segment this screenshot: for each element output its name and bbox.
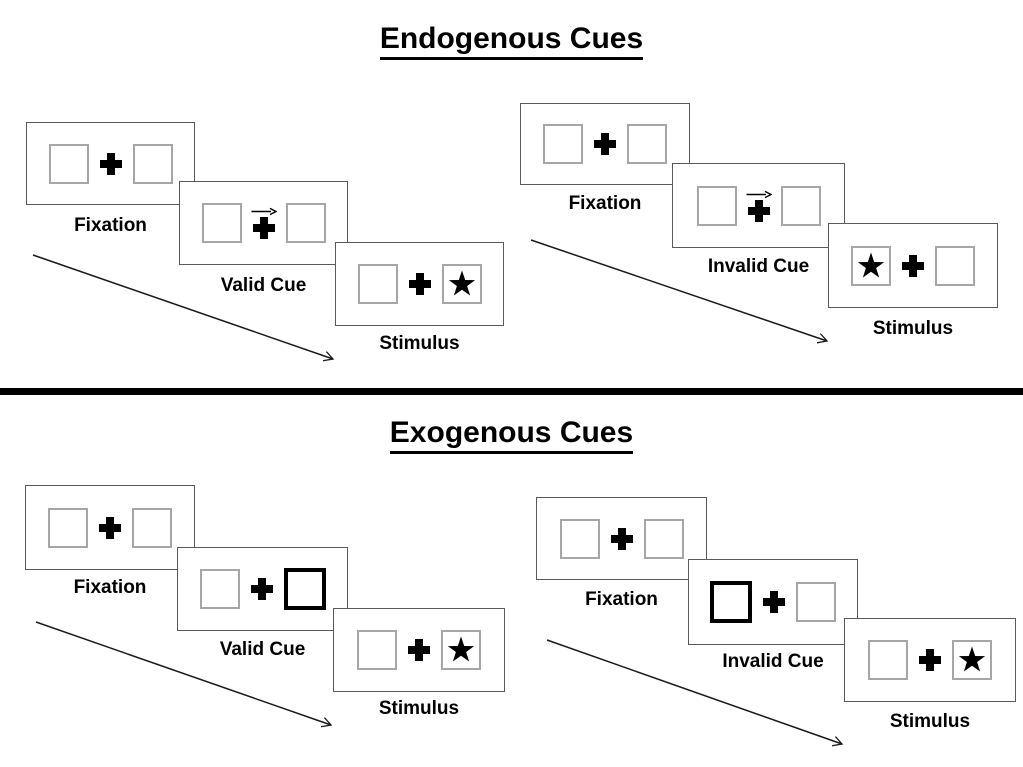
- left-placeholder-box: [48, 143, 89, 184]
- fixation-panel: [536, 497, 707, 580]
- panel-label: Fixation: [568, 193, 642, 214]
- right-placeholder-box: [441, 630, 481, 670]
- fixation-panel: [520, 103, 690, 185]
- fixation-cross-icon: [408, 273, 431, 295]
- left-highlight-box: [710, 581, 752, 623]
- fixation-cross-icon: [594, 133, 616, 155]
- star-icon: [958, 646, 986, 672]
- left-placeholder-box: [559, 518, 600, 559]
- stimulus-panel: [333, 608, 505, 692]
- star-icon: [448, 270, 475, 296]
- center-slot: [900, 254, 926, 277]
- fixation-cross-icon: [252, 217, 275, 239]
- center-slot: [407, 273, 433, 295]
- center-slot: [761, 591, 787, 613]
- stimulus-panel: [828, 223, 998, 308]
- panel-label: Stimulus: [889, 711, 971, 732]
- left-placeholder-box: [357, 630, 397, 670]
- panel-label: Invalid Cue: [707, 256, 810, 277]
- star-icon: [447, 636, 475, 662]
- left-placeholder-box: [543, 124, 583, 164]
- sequence-arrow: [530, 239, 838, 346]
- fixation-cross-icon: [250, 578, 273, 600]
- center-slot: [406, 639, 432, 661]
- right-placeholder-box: [952, 640, 992, 680]
- center-slot: [746, 190, 772, 222]
- right-placeholder-box: [780, 185, 821, 226]
- panel-label: Valid Cue: [219, 639, 306, 660]
- stimulus-panel: [844, 618, 1016, 702]
- cue-panel: [177, 547, 348, 631]
- left-placeholder-box: [201, 203, 242, 243]
- right-highlight-box: [283, 568, 326, 610]
- right-placeholder-box: [132, 507, 172, 548]
- panel-label: Valid Cue: [220, 275, 307, 296]
- center-slot: [917, 649, 943, 671]
- fixation-cross-icon: [408, 639, 430, 661]
- cue-panel: [688, 559, 858, 645]
- section-title-exogenous: Exogenous Cues: [0, 416, 1023, 454]
- fixation-cross-icon: [902, 254, 924, 277]
- section-title-endogenous: Endogenous Cues: [0, 22, 1023, 60]
- panel-label: Fixation: [73, 577, 147, 598]
- panel-label: Stimulus: [379, 333, 460, 354]
- panel-label: Fixation: [74, 215, 147, 236]
- star-icon: [857, 252, 885, 277]
- right-placeholder-box: [627, 124, 667, 164]
- fixation-cross-icon: [919, 649, 941, 671]
- fixation-panel: [25, 485, 195, 570]
- left-placeholder-box: [199, 569, 240, 609]
- panel-label: Fixation: [585, 589, 658, 610]
- panel-label: Stimulus: [378, 698, 460, 719]
- sequence-arrow: [546, 639, 849, 749]
- center-slot: [98, 152, 124, 175]
- cue-arrow-icon: [251, 207, 277, 216]
- cue-panel: [672, 163, 845, 248]
- right-placeholder-box: [441, 264, 482, 304]
- sequence-arrow: [35, 621, 338, 730]
- right-placeholder-box: [285, 203, 326, 243]
- right-placeholder-box: [132, 143, 173, 184]
- sequence-arrow: [32, 254, 345, 365]
- left-placeholder-box: [357, 264, 398, 304]
- section-divider: [0, 388, 1023, 395]
- panel-label: Invalid Cue: [722, 651, 824, 672]
- cue-arrow-icon: [746, 190, 772, 198]
- center-slot: [592, 133, 618, 155]
- fixation-cross-icon: [747, 199, 770, 222]
- panel-label: Stimulus: [872, 318, 954, 339]
- fixation-cross-icon: [99, 516, 121, 539]
- fixation-panel: [26, 122, 195, 205]
- fixation-cross-icon: [99, 152, 122, 175]
- left-placeholder-box: [48, 507, 88, 548]
- center-slot: [97, 516, 123, 539]
- center-slot: [609, 527, 635, 550]
- center-slot: [251, 207, 277, 239]
- left-placeholder-box: [868, 640, 908, 680]
- right-placeholder-box: [643, 518, 684, 559]
- left-placeholder-box: [851, 245, 891, 286]
- center-slot: [249, 578, 275, 600]
- fixation-cross-icon: [610, 527, 633, 550]
- right-placeholder-box: [796, 582, 836, 622]
- cue-panel: [179, 181, 348, 265]
- left-placeholder-box: [696, 185, 737, 226]
- fixation-cross-icon: [763, 591, 785, 613]
- stimulus-panel: [335, 242, 504, 326]
- right-placeholder-box: [935, 245, 975, 286]
